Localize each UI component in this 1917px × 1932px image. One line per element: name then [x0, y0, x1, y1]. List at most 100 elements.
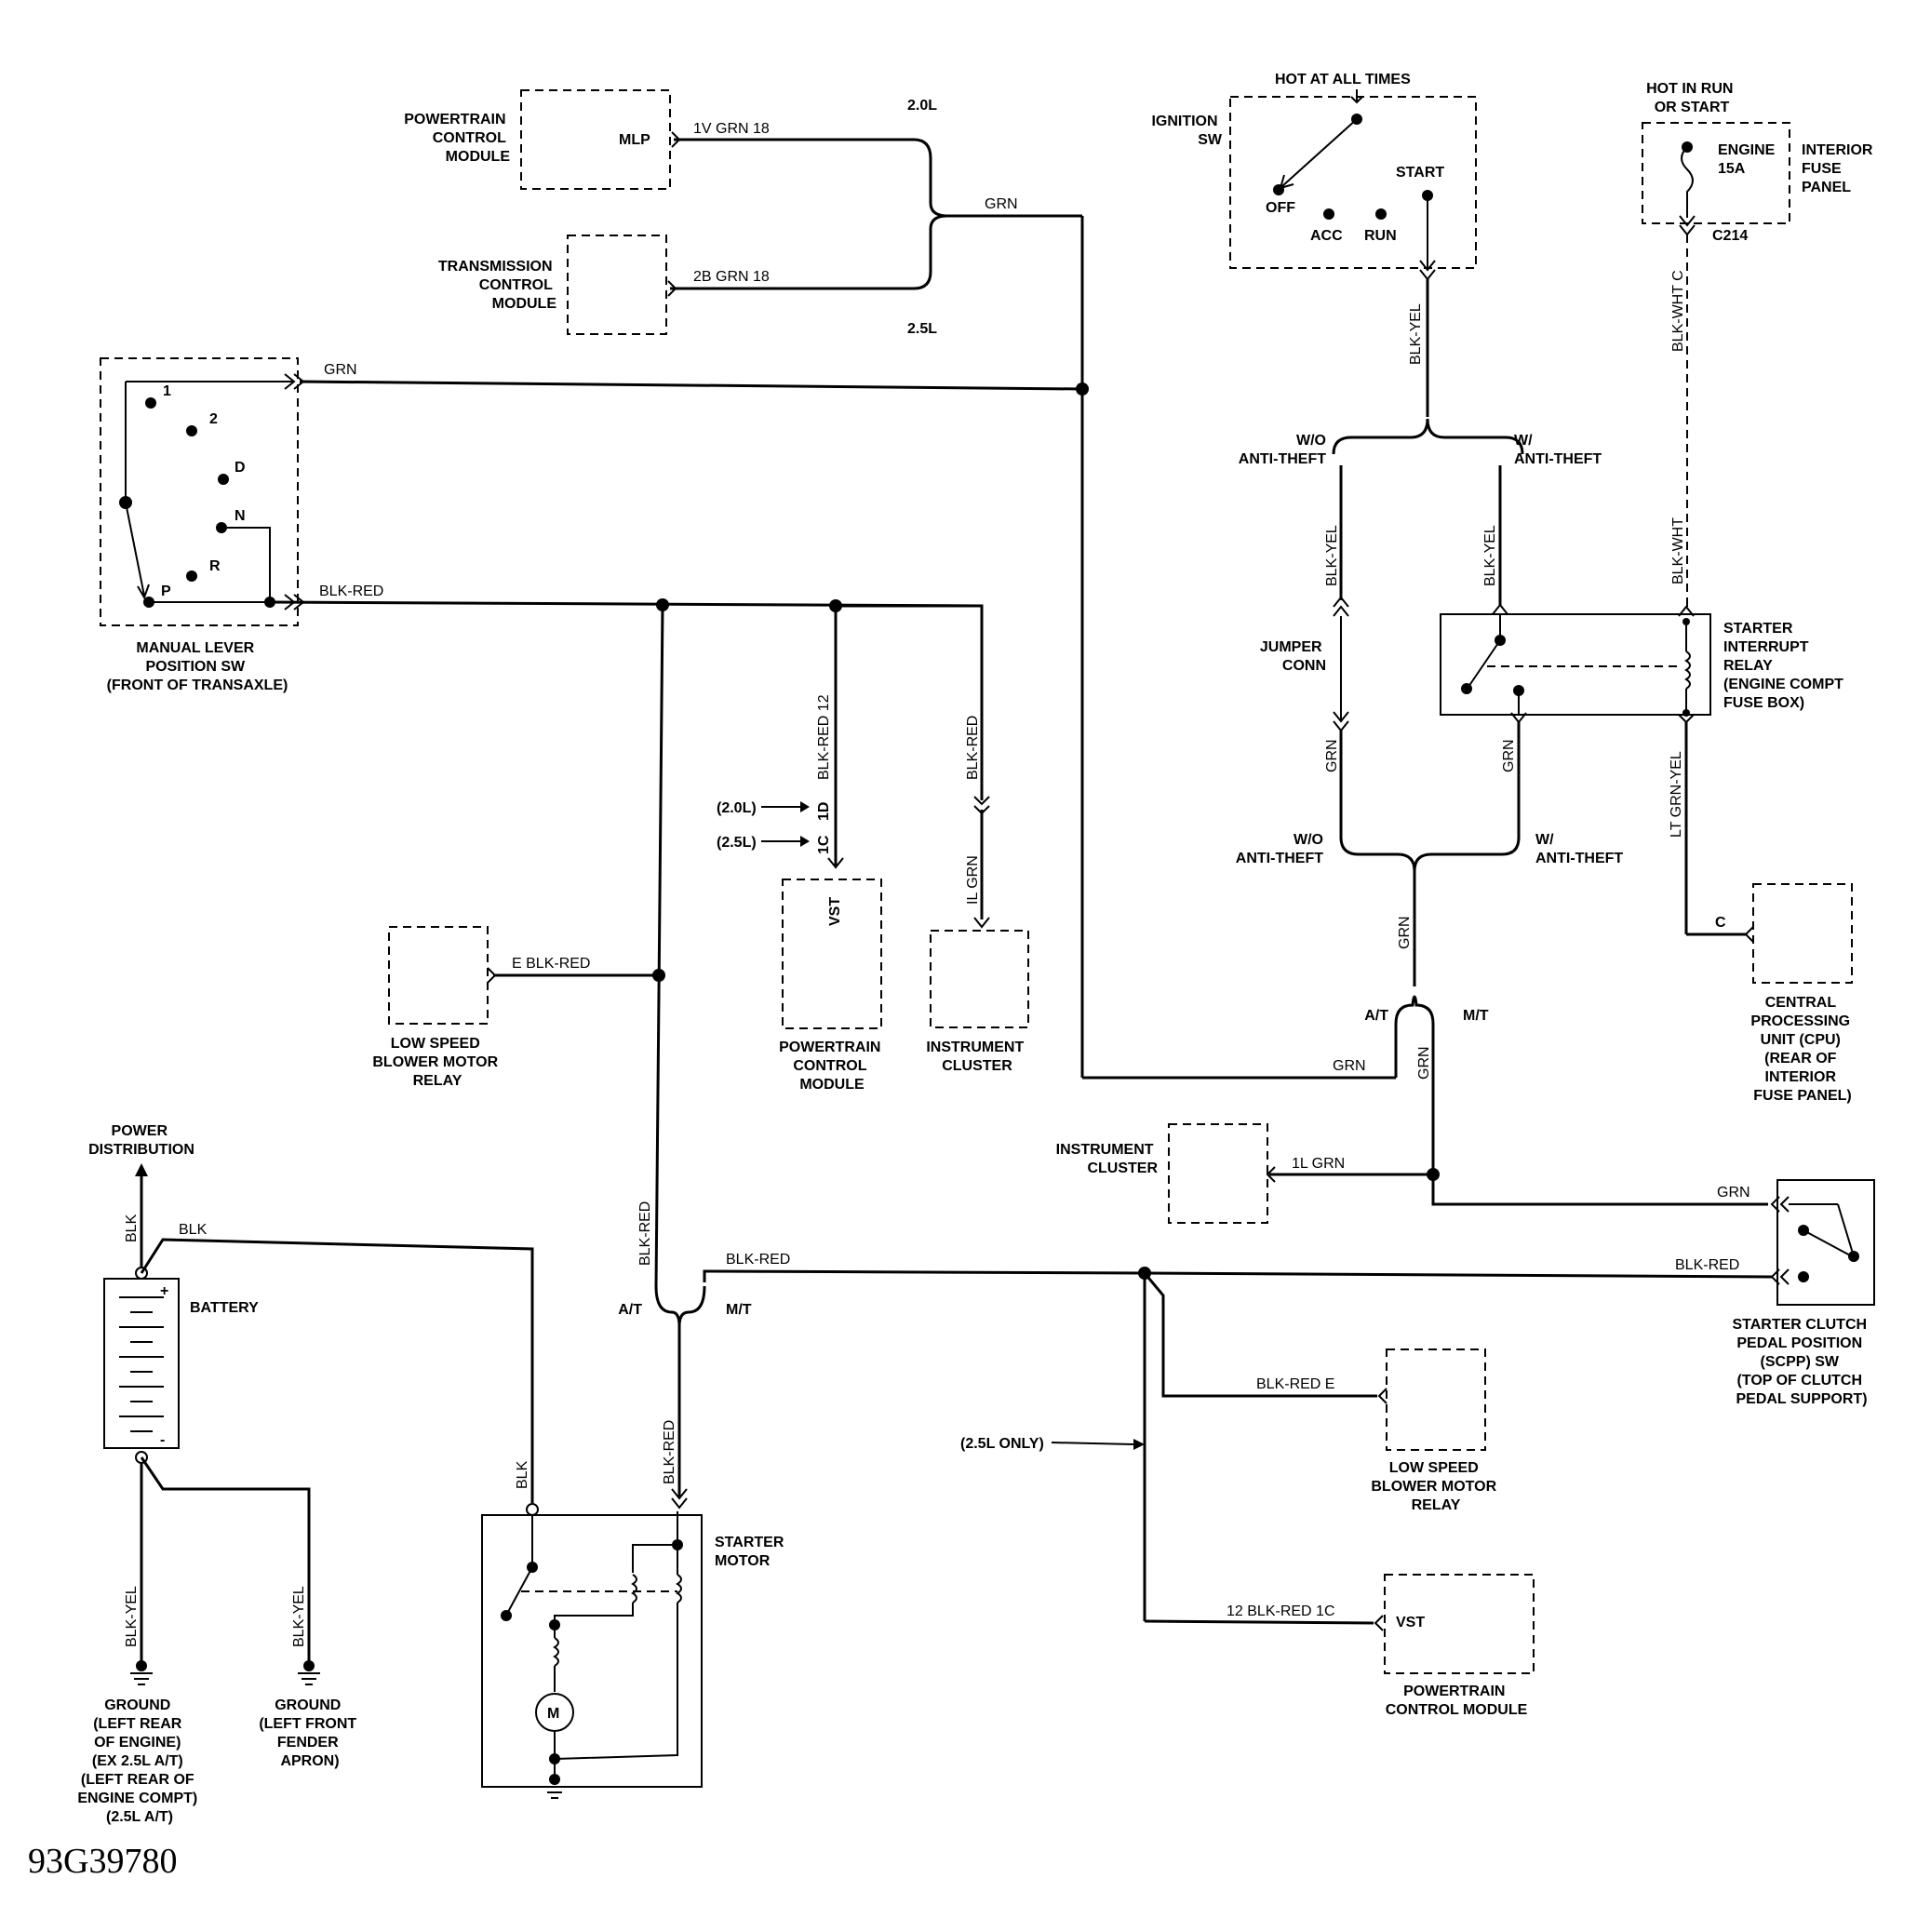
scpp-label: STARTER CLUTCH PEDAL POSITION (SCPP) SW …	[1732, 1317, 1870, 1407]
svg-text:BLK: BLK	[515, 1460, 530, 1489]
svg-text:GRN: GRN	[1324, 739, 1340, 772]
svg-text:BLK: BLK	[179, 1222, 208, 1238]
ic-right-box	[1168, 1123, 1268, 1224]
ground-icon	[130, 1660, 153, 1685]
ic-il-grn-label: IL GRN	[965, 855, 981, 905]
pcm-bottom-box	[1384, 1574, 1535, 1674]
sel-2-5l-label: (2.5L)	[717, 835, 757, 851]
grn-bus-label: GRN	[985, 196, 1018, 212]
pin-1c-label: 1C	[816, 835, 832, 854]
tcm-box	[567, 235, 667, 335]
svg-text:M/T: M/T	[1463, 1008, 1489, 1024]
svg-text:-: -	[160, 1432, 165, 1448]
fuse-icon	[1681, 146, 1694, 218]
svg-text:BLK-YEL: BLK-YEL	[124, 1586, 140, 1647]
svg-text:START: START	[1396, 165, 1444, 181]
pcm-top-wire-label: 1V GRN 18	[693, 121, 770, 137]
svg-text:RUN: RUN	[1364, 228, 1397, 244]
mlps-label: MANUAL LEVER POSITION SW (FRONT OF TRANS…	[107, 640, 288, 693]
grn-at-wire-label: GRN	[1333, 1058, 1366, 1074]
ic-blk-red-label: BLK-RED	[965, 716, 981, 780]
ic-top-box	[930, 930, 1029, 1028]
svg-text:2: 2	[209, 411, 218, 427]
anti-theft-brace-top	[1332, 418, 1524, 455]
svg-text:BLK: BLK	[124, 1214, 140, 1242]
battery-box	[103, 1278, 180, 1449]
ic-right-label: INSTRUMENT CLUSTER	[1056, 1142, 1159, 1176]
mlps-box	[100, 357, 299, 626]
cpu-label: CENTRAL PROCESSING UNIT (CPU) (REAR OF I…	[1750, 995, 1854, 1104]
pcm-vst-box	[782, 879, 882, 1029]
pcm-bottom-wire-label: 12 BLK-RED 1C	[1227, 1603, 1335, 1619]
fuse-hot-label: HOT IN RUN OR START	[1646, 81, 1737, 115]
lt-grn-yel-label: LT GRN-YEL	[1669, 751, 1684, 838]
at-mt-brace-right	[1394, 995, 1435, 1025]
svg-text:BLK-YEL: BLK-YEL	[291, 1586, 307, 1647]
jumper-conn-label: JUMPER CONN	[1260, 639, 1326, 674]
engine-option-brace	[913, 138, 948, 290]
svg-text:GRN: GRN	[1717, 1185, 1750, 1201]
sel-2-0l-label: (2.0L)	[717, 800, 757, 816]
starter-interrupt-relay-label: STARTER INTERRUPT RELAY (ENGINE COMPT FU…	[1723, 621, 1847, 711]
power-distribution-label: POWER DISTRIBUTION	[88, 1123, 194, 1158]
svg-text:W/ANTI-THEFT: W/ANTI-THEFT	[1514, 433, 1602, 467]
svg-text:C: C	[1715, 915, 1726, 931]
tcm-label: TRANSMISSION CONTROL MODULE	[438, 259, 556, 312]
starter-motor-label: STARTER MOTOR	[715, 1535, 788, 1569]
svg-text:ACC: ACC	[1310, 228, 1343, 244]
ground-icon	[298, 1660, 320, 1685]
at-mt-brace-left	[654, 1285, 706, 1327]
pin-1d-label: 1D	[816, 802, 832, 821]
svg-text:GRN: GRN	[1501, 739, 1517, 772]
blk-red-vertical-label: BLK-RED	[637, 1201, 653, 1266]
lsbmr-right-label: LOW SPEED BLOWER MOTOR RELAY	[1371, 1460, 1500, 1513]
svg-text:BLK-RED: BLK-RED	[726, 1252, 790, 1268]
svg-text:BLK-WHT: BLK-WHT	[1670, 517, 1686, 584]
engine-2-5l-label: 2.5L	[907, 321, 937, 337]
svg-text:A/T: A/T	[618, 1302, 642, 1318]
svg-text:GRN: GRN	[1397, 916, 1413, 949]
only-2-5l-label: (2.5L ONLY)	[960, 1436, 1044, 1452]
ign-sw-label: IGNITION SW	[1151, 114, 1222, 148]
pcm-bottom-label: POWERTRAIN CONTROL MODULE	[1386, 1684, 1528, 1718]
lsbmr-right-wire-label: BLK-RED E	[1256, 1376, 1334, 1392]
pcm-top-box	[520, 89, 671, 190]
starter-interrupt-relay-box	[1440, 613, 1711, 716]
svg-text:GRN: GRN	[1416, 1046, 1432, 1080]
interior-fuse-panel-box	[1642, 122, 1790, 224]
ground-icon	[543, 1774, 566, 1799]
svg-text:A/T: A/T	[1364, 1008, 1388, 1024]
lsbmr-left-box	[388, 926, 489, 1025]
tcm-wire-label: 2B GRN 18	[693, 269, 770, 285]
pcm-vst-pin: VST	[827, 897, 843, 926]
svg-text:1: 1	[163, 383, 171, 399]
mlps-blk-red-wire-label: BLK-RED	[319, 584, 383, 599]
battery-label: BATTERY	[190, 1300, 259, 1316]
pcm-bottom-pin: VST	[1396, 1615, 1425, 1630]
mlps-grn-wire-label: GRN	[324, 362, 357, 378]
pcm-top-label: POWERTRAIN CONTROL MODULE	[404, 112, 510, 165]
starter-motor-box	[481, 1514, 703, 1788]
svg-text:W/ANTI-THEFT: W/ANTI-THEFT	[1535, 832, 1623, 866]
battery-cells	[119, 1296, 164, 1432]
ign-blk-yel-label: BLK-YEL	[1408, 303, 1424, 365]
svg-text:P: P	[161, 584, 171, 599]
ic-top-label: INSTRUMENT CLUSTER	[926, 1040, 1027, 1074]
anti-theft-brace-bottom	[1339, 837, 1521, 872]
interior-fuse-panel-label: INTERIOR FUSE PANEL	[1802, 142, 1877, 195]
mlp-pin-label: MLP	[619, 132, 650, 148]
svg-text:N: N	[235, 508, 246, 524]
ground-1-label: GROUND (LEFT REAR OF ENGINE) (EX 2.5L A/…	[77, 1697, 201, 1825]
ic-right-wire-label: 1L GRN	[1292, 1156, 1345, 1172]
svg-text:BLK-WHT C: BLK-WHT C	[1670, 270, 1686, 352]
engine-2-0l-label: 2.0L	[907, 98, 937, 114]
svg-text:BLK-YEL: BLK-YEL	[1324, 525, 1340, 586]
lsbmr-right-box	[1386, 1348, 1486, 1451]
svg-text:R: R	[209, 558, 221, 574]
blk-red-12-label: BLK-RED 12	[816, 694, 832, 780]
pcm-vst-label: POWERTRAIN CONTROL MODULE	[779, 1040, 885, 1093]
ign-hot-label: HOT AT ALL TIMES	[1275, 72, 1411, 87]
